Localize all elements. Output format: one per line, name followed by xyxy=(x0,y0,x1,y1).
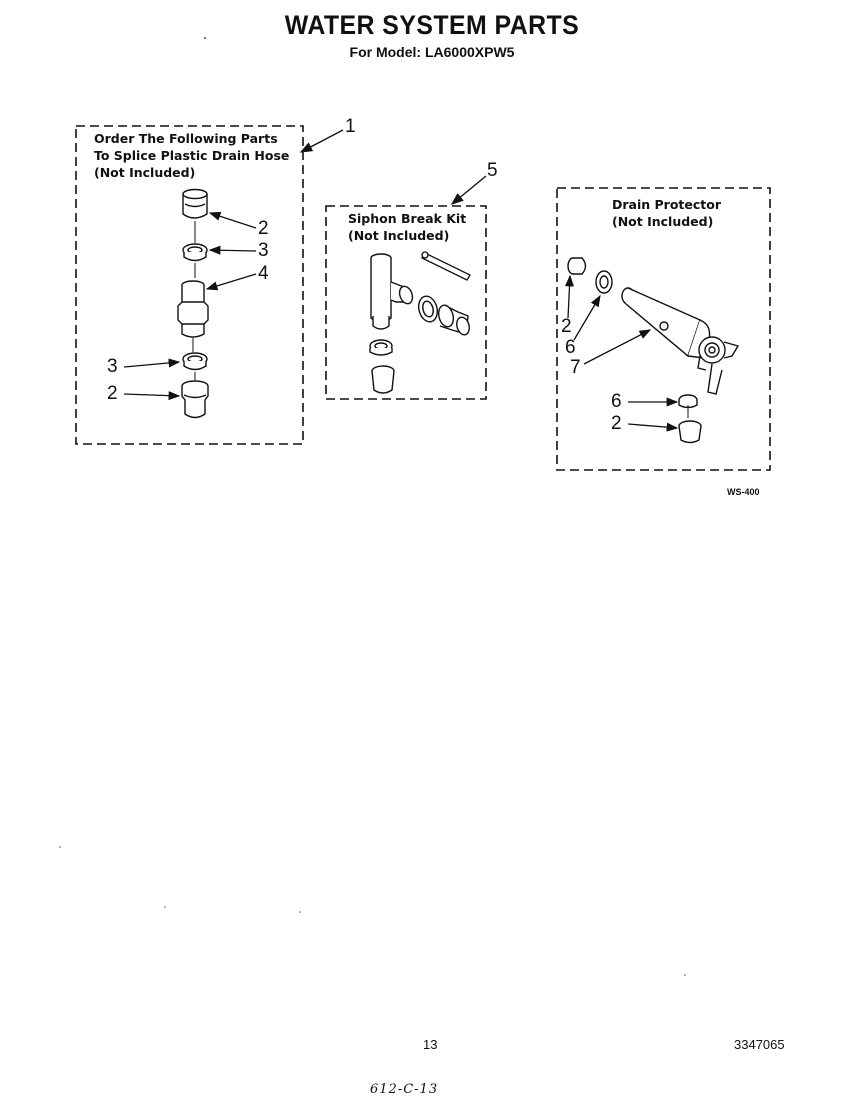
part-label-3-bottom: 3 xyxy=(107,356,118,377)
protector-cap-left xyxy=(567,257,587,275)
part-label-7: 7 xyxy=(570,357,581,378)
hose-clamp-bottom xyxy=(182,352,208,380)
page-title: WATER SYSTEM PARTS xyxy=(284,10,580,40)
splice-heading-line-3: (Not Included) xyxy=(94,165,196,180)
part-label-4: 4 xyxy=(258,263,269,284)
leader-7 xyxy=(583,329,652,365)
part-label-6-bottom: 6 xyxy=(611,391,622,412)
siphon-connector-bottom xyxy=(371,365,395,394)
leader-6-left xyxy=(573,294,601,341)
leader-2-right xyxy=(627,422,679,432)
splice-heading-line-1: Order The Following Parts xyxy=(94,131,278,146)
siphon-tee xyxy=(370,253,414,330)
model-subtitle: For Model: LA6000XPW5 xyxy=(349,44,515,60)
part-label-2-right: 2 xyxy=(611,413,622,434)
splice-heading-line-2: To Splice Plastic Drain Hose xyxy=(94,148,290,163)
tie-strap xyxy=(421,251,471,281)
siphon-break-heading: Siphon Break Kit (Not Included) xyxy=(348,210,466,244)
leader-2-bottom xyxy=(123,391,181,401)
protector-body xyxy=(621,287,740,395)
leader-3-bottom xyxy=(123,358,181,368)
callout-number-5: 5 xyxy=(487,160,498,181)
protector-cap-bottom xyxy=(678,420,702,444)
hose-connector-top xyxy=(182,188,208,243)
hose-clamp-top xyxy=(182,243,208,278)
protector-heading-line-1: Drain Protector xyxy=(612,197,722,212)
siphon-heading-line-2: (Not Included) xyxy=(348,228,450,243)
callout-arrow-5 xyxy=(450,175,487,205)
siphon-break-box xyxy=(325,205,487,400)
callout-arrow-1 xyxy=(299,129,344,153)
siphon-heading-line-1: Siphon Break Kit xyxy=(348,211,467,226)
protector-clamp-bottom xyxy=(678,394,698,418)
siphon-clamp-bottom xyxy=(369,339,393,356)
figure-code: WS-400 xyxy=(727,487,760,497)
part-label-6-left: 6 xyxy=(565,337,576,358)
part-label-3-top: 3 xyxy=(258,240,269,261)
page-number: 13 xyxy=(423,1037,438,1052)
drain-protector-heading: Drain Protector (Not Included) xyxy=(612,196,721,230)
protector-clamp-left xyxy=(595,270,613,294)
leader-3-top xyxy=(208,245,257,255)
part-label-2-bottom: 2 xyxy=(107,383,118,404)
leader-4 xyxy=(205,273,257,291)
document-number: 3347065 xyxy=(734,1037,785,1052)
handwritten-note: 612-C-13 xyxy=(370,1082,439,1097)
hose-connector-bottom xyxy=(181,380,209,419)
splice-parts-heading: Order The Following Parts To Splice Plas… xyxy=(94,130,289,181)
siphon-connector-right xyxy=(437,304,470,336)
splice-parts-box xyxy=(75,125,304,445)
leader-2-top xyxy=(208,211,257,229)
siphon-clamp-right xyxy=(417,295,439,323)
callout-number-1: 1 xyxy=(345,116,356,137)
hose-coupler xyxy=(177,280,209,352)
part-label-2-left: 2 xyxy=(561,316,572,337)
drain-protector-box xyxy=(556,187,771,471)
protector-heading-line-2: (Not Included) xyxy=(612,214,714,229)
leader-2-left xyxy=(564,274,575,319)
part-label-2-top: 2 xyxy=(258,218,269,239)
